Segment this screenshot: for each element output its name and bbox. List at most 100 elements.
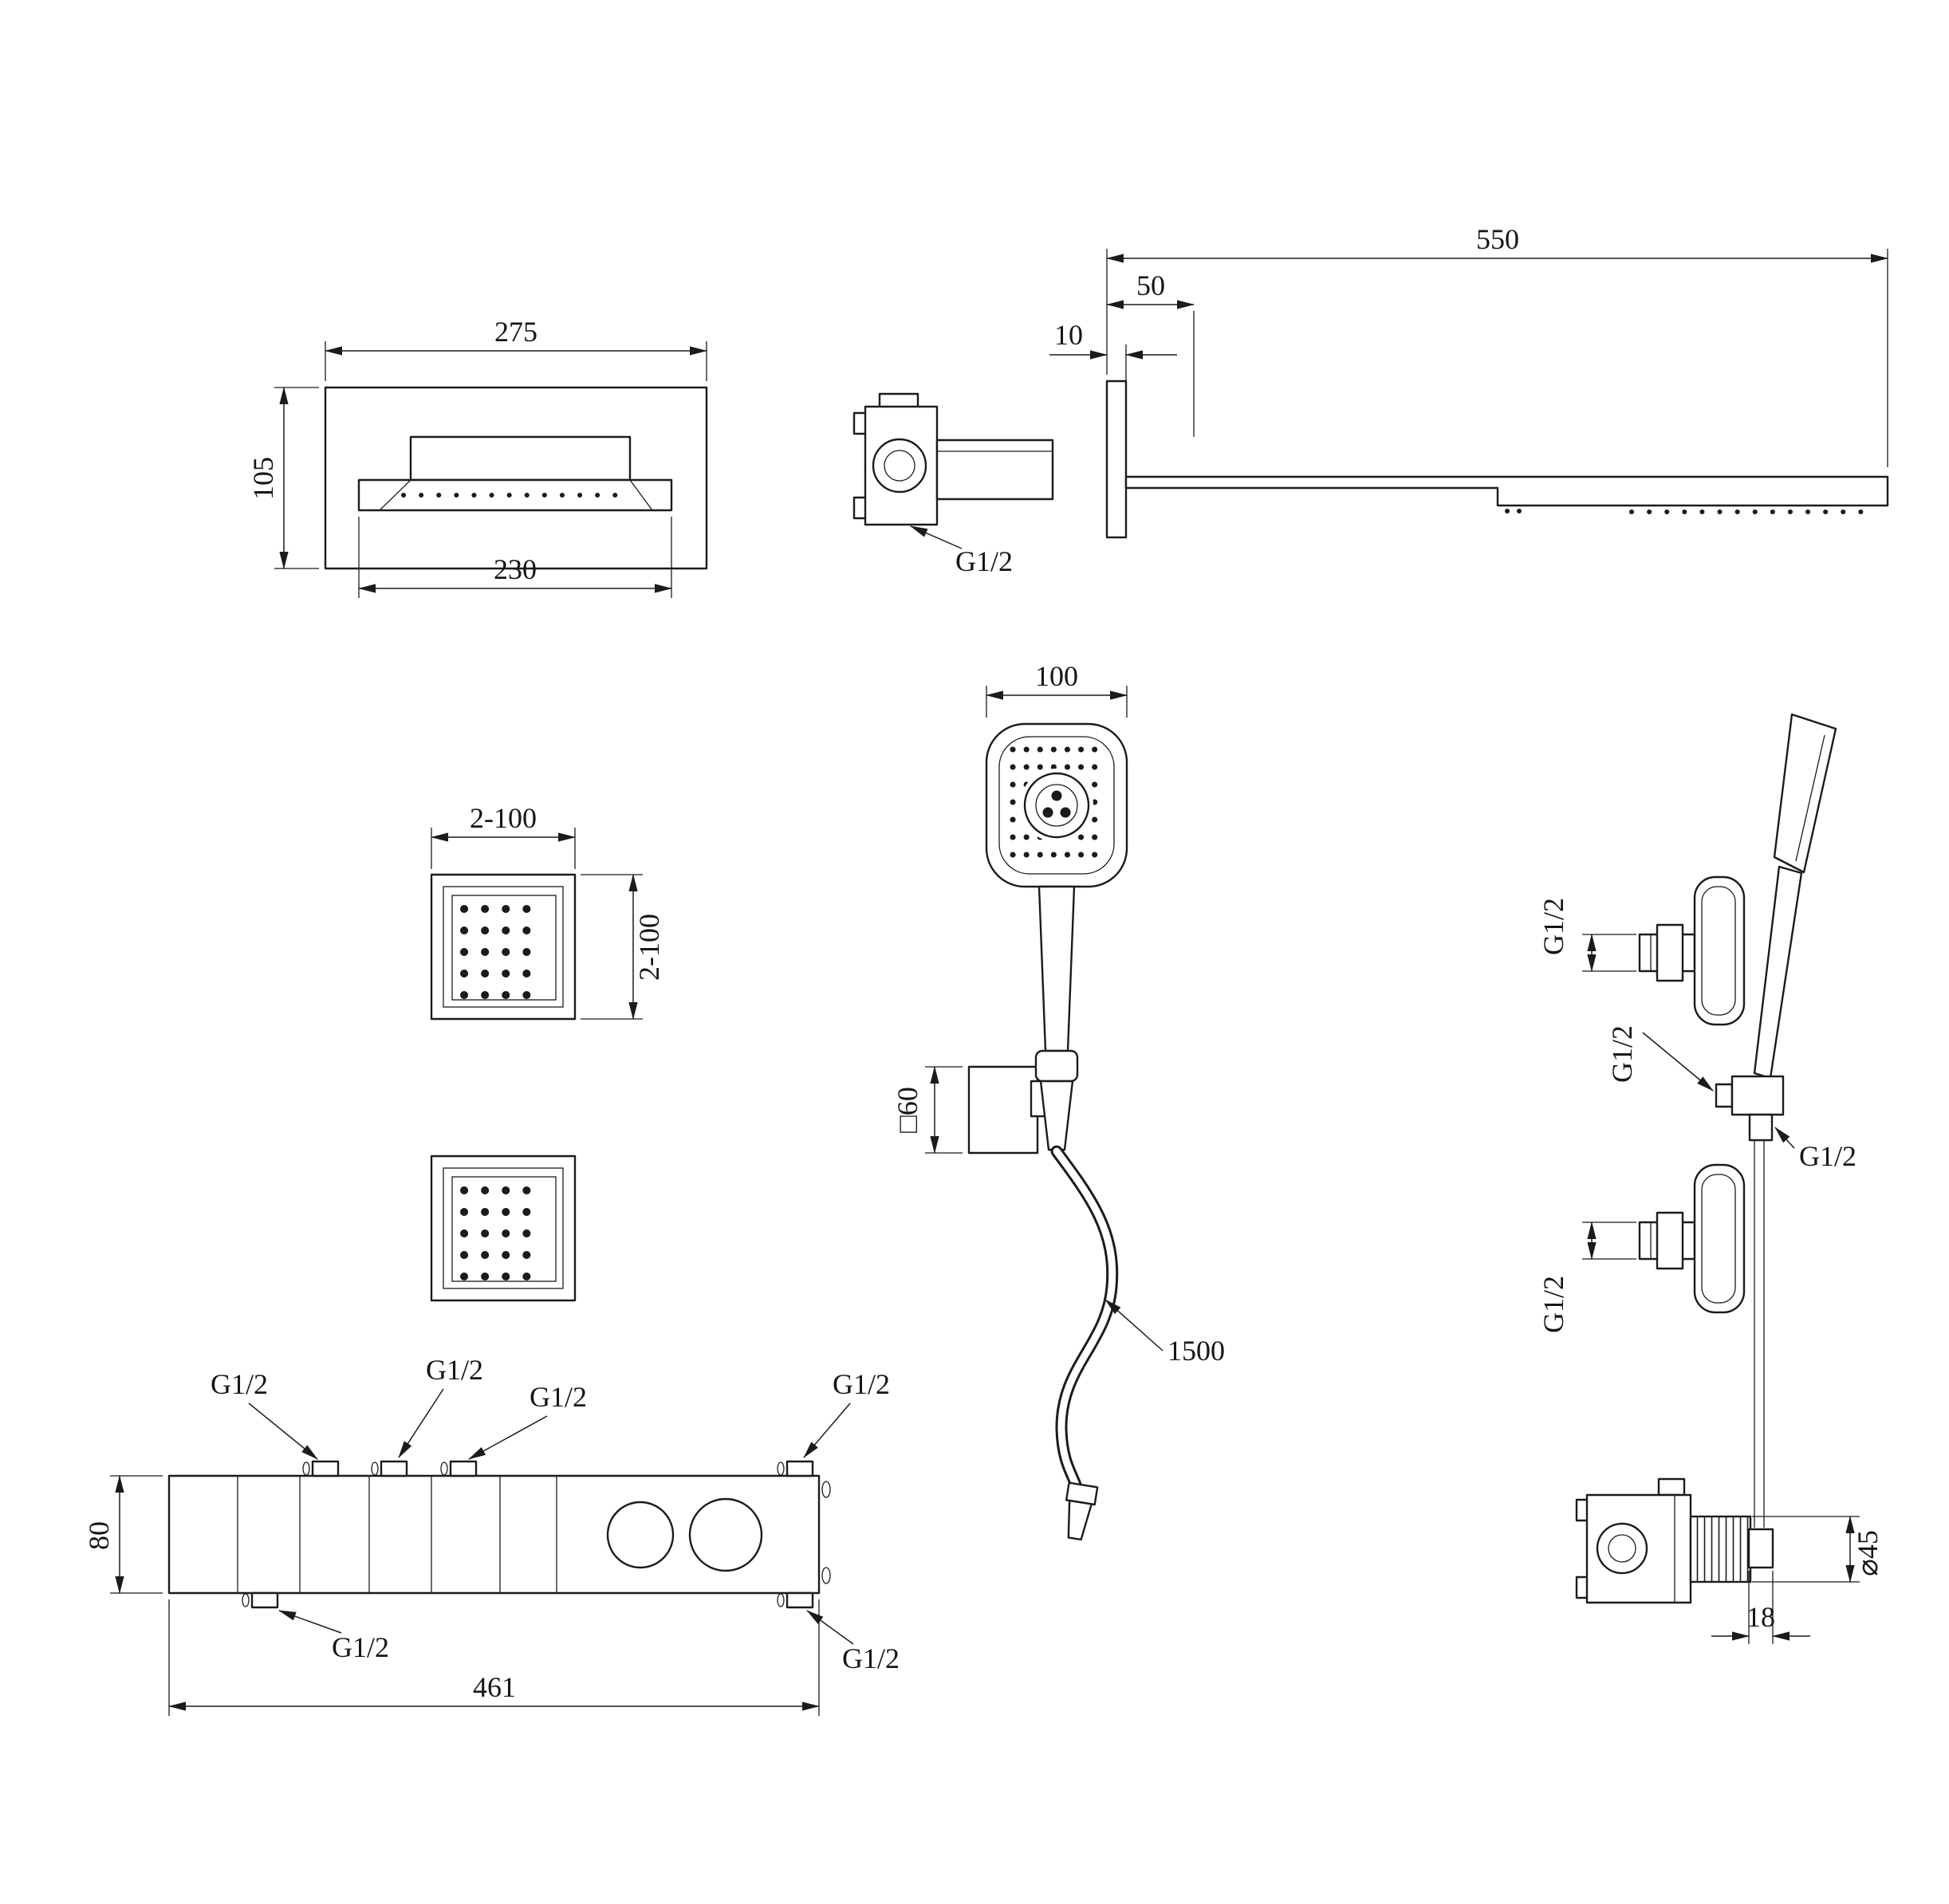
label-mixer-top-thread-1: G1/2 <box>211 1368 318 1460</box>
body-jet-bottom <box>430 1155 577 1302</box>
handshower-side-edge <box>1795 734 1825 862</box>
label-arm-thread: G1/2 <box>910 525 1013 577</box>
body-jet-top-side <box>1638 875 1746 1026</box>
knob-cap <box>1747 1528 1774 1569</box>
shower-arm-and-head <box>1124 475 1889 507</box>
jet-face-side <box>1693 875 1746 1026</box>
thread-label: G1/2 <box>530 1381 587 1413</box>
view-waterfall-head-front: 275 105 230 <box>247 316 708 598</box>
dim-label-cap-width: 18 <box>1746 1601 1775 1633</box>
mixer-bottom-port <box>786 1591 814 1609</box>
head-nozzle-dot <box>1505 509 1510 513</box>
knurled-knob <box>1689 1515 1752 1583</box>
dim-label-hose-length: 1500 <box>1167 1335 1225 1367</box>
dim-handshower-width: 100 <box>986 660 1128 718</box>
handle-side-profile <box>1753 865 1803 1080</box>
view-body-jets-front: 2-100 2-100 <box>430 802 665 1302</box>
dim-waterfall-width: 275 <box>325 316 707 381</box>
body-jet-top <box>430 873 577 1021</box>
thread-label-jet-top: G1/2 <box>1538 898 1569 955</box>
spray-selector-inner-ring <box>1035 784 1078 827</box>
valve-top-nub <box>1657 1477 1686 1497</box>
dim-label-mixer-height: 80 <box>83 1521 115 1550</box>
jet-face-side-inner <box>1701 1174 1736 1304</box>
valve-port-inner-circle <box>884 450 915 482</box>
jet-face-side <box>1693 1163 1746 1314</box>
thread-label: G1/2 <box>842 1642 900 1674</box>
mixer-top-port <box>786 1460 814 1477</box>
spray-hole <box>1051 790 1062 801</box>
thread-label: G1/2 <box>833 1368 890 1400</box>
handshower-side-profile <box>1773 713 1837 874</box>
end-clip <box>821 1481 831 1498</box>
jet-face-side-inner <box>1701 886 1736 1016</box>
dim-knob-diameter: ⌀45 <box>1752 1516 1884 1583</box>
holder-wall-stem <box>1715 1083 1734 1108</box>
jet-nut <box>1656 923 1684 982</box>
spout-edge-right <box>629 479 653 511</box>
thread-label: G1/2 <box>332 1631 389 1663</box>
mixer-top-port <box>380 1460 408 1477</box>
port-clip <box>242 1593 250 1607</box>
thread-label-hose: G1/2 <box>1799 1140 1856 1172</box>
dim-label-mixer-length: 461 <box>473 1671 516 1703</box>
dim-arm-offset: 50 <box>1106 269 1195 437</box>
wall-bracket-plate <box>967 1065 1039 1155</box>
mixer-body <box>167 1474 821 1595</box>
jet-face <box>451 1176 557 1282</box>
view-hand-shower-front: 100 □60 <box>892 660 1225 1541</box>
hose-end-fitting <box>1065 1481 1099 1541</box>
thread-label: G1/2 <box>211 1368 268 1400</box>
thread-label: G1/2 <box>426 1354 483 1386</box>
jet-face <box>451 895 557 1001</box>
dim-jet-width: 2-100 <box>431 802 576 869</box>
mixer-top-port <box>449 1460 478 1477</box>
mixer-top-port <box>311 1460 340 1477</box>
shower-hose-inner <box>1053 1147 1116 1493</box>
dim-bracket-size: □60 <box>892 1066 963 1154</box>
label-mixer-top-thread-2: G1/2 <box>398 1354 483 1458</box>
hose-connector <box>1748 1113 1774 1142</box>
valve-port-circle <box>872 438 927 494</box>
end-clip <box>821 1567 831 1584</box>
spray-hole <box>1042 807 1053 818</box>
dim-jet-top-thread: G1/2 <box>1538 898 1636 972</box>
dim-waterfall-spout-width: 230 <box>358 517 672 598</box>
spray-hole <box>1060 807 1071 818</box>
valve-port-inner <box>1608 1534 1636 1563</box>
waterfall-raised-panel <box>409 435 632 482</box>
handshower-face <box>998 736 1115 875</box>
dim-label-handshower-width: 100 <box>1035 660 1078 692</box>
handshower-handle <box>1037 885 1076 1052</box>
dim-label-waterfall-spout-width: 230 <box>494 553 537 585</box>
view-mixer-front: G1/2 G1/2 G1/2 G1/2 G1/2 G1/2 80 <box>83 1354 900 1716</box>
view-side-assembly: G1/2 G1/2 G1/2 G1/2 <box>1538 713 1884 1644</box>
label-hose-thread: G1/2 <box>1774 1127 1856 1172</box>
label-holder-thread: G1/2 <box>1606 1025 1714 1092</box>
spout-edge-left <box>379 479 411 511</box>
dim-jet-height: 2-100 <box>581 874 665 1020</box>
dim-label-knob-diameter: ⌀45 <box>1852 1530 1884 1576</box>
dim-label-plate-thickness: 10 <box>1054 319 1083 351</box>
label-mixer-top-thread-3: G1/2 <box>468 1381 587 1460</box>
jet-mid-frame <box>443 886 564 1008</box>
body-jet-bottom-side <box>1638 1163 1746 1314</box>
port-clip <box>302 1461 310 1476</box>
dim-label-arm-offset: 50 <box>1136 269 1165 301</box>
spray-selector-ring <box>1023 772 1090 839</box>
thread-label-arm: G1/2 <box>955 545 1013 577</box>
spout-block <box>935 439 1054 501</box>
dim-mixer-height: 80 <box>83 1475 163 1594</box>
label-hose-length: 1500 <box>1104 1299 1225 1367</box>
label-mixer-top-thread-4: G1/2 <box>803 1368 890 1458</box>
mixer-knob-right <box>688 1497 763 1572</box>
jet-nut <box>1656 1211 1684 1270</box>
port-clip <box>777 1593 785 1607</box>
waterfall-spout-shelf <box>357 478 673 512</box>
dim-mixer-length: 461 <box>168 1599 820 1716</box>
dim-label-arm-length: 550 <box>1476 223 1519 255</box>
port-clip <box>777 1461 785 1476</box>
mixer-knob-left <box>606 1501 675 1569</box>
